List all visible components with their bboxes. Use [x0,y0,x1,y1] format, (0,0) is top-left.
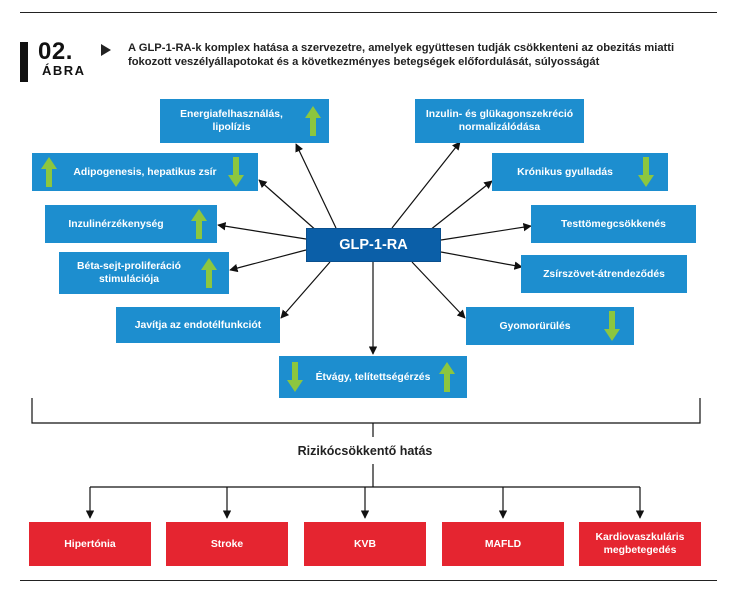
effect-inflammation-label: Krónikus gyulladás [517,166,613,178]
effect-energy-label: Energiafelhasználás, lipolízis [180,109,283,133]
connector-insulin-secretion [391,141,461,229]
outcome-hipertonia-label: Hipertónia [64,538,116,550]
outcome-hipertonia: Hipertónia [29,522,151,566]
figure-caption: A GLP-1-RA-k komplex hatása a szervezetr… [128,42,675,68]
effect-insulin-sensitivity: Inzulinérzékenység [45,205,217,243]
connector-inflammation [424,180,493,235]
figure-bar [20,42,28,82]
connector-adipogenesis [258,179,319,233]
effect-endothelial-label: Javítja az endotélfunkciót [134,319,262,331]
effect-weight-loss: Testtömegcsökkenés [531,205,696,243]
effect-weight-loss-label: Testtömegcsökkenés [561,218,666,230]
top-rule [20,12,717,13]
effect-adipogenesis: Adipogenesis, hepatikus zsír [32,153,258,191]
effect-insulin-secretion-label: Inzulin- és glükagonszekréció normalizál… [425,109,574,133]
outcome-mafld: MAFLD [442,522,564,566]
bottom-rule [20,580,717,581]
connector-beta-cell [229,249,307,273]
connector-weight-loss [440,223,532,241]
outcome-kvb-label: KVB [354,538,376,550]
connector-energy [295,143,337,229]
risk-reduction-label: Rizikócsökkentő hatás [297,444,433,458]
effect-fat-redistribution: Zsírszövet-átrendeződés [521,255,687,293]
connector-endothelial [280,261,331,319]
outcome-stroke-label: Stroke [210,538,244,550]
risk-bracket [31,398,701,424]
caption-pointer-icon [101,44,111,56]
outcome-kardiovaszkularis: Kardiovaszkuláris megbetegedés [579,522,701,566]
effect-gastric-label: Gyomorürülés [499,320,571,332]
effect-gastric: Gyomorürülés [466,307,634,345]
green-up-arrow-icon [191,209,207,239]
outcome-kvb: KVB [304,522,426,566]
green-down-arrow-icon [228,157,244,187]
effect-appetite-label: Étvágy, telítettségérzés [315,371,431,383]
effect-beta-cell-label: Béta-sejt-proliferáció stimulációja [77,261,181,285]
connector-insulin-sensitivity [217,222,307,240]
green-up-arrow-icon [201,258,217,288]
effect-endothelial: Javítja az endotélfunkciót [116,307,280,343]
green-down-arrow-icon [638,157,654,187]
center-glp1ra: GLP-1-RA [306,228,441,262]
figure-label: ÁBRA [42,63,86,78]
green-up-arrow-icon [305,106,321,136]
effect-beta-cell: Béta-sejt-proliferáció stimulációja [59,252,229,294]
connector-gastric [411,261,466,319]
effect-insulin-sensitivity-label: Inzulinérzékenység [68,218,164,230]
outcome-stroke: Stroke [166,522,288,566]
effect-insulin-secretion: Inzulin- és glükagonszekréció normalizál… [415,99,584,143]
green-down-arrow-icon [604,311,620,341]
effect-fat-redistribution-label: Zsírszövet-átrendeződés [543,268,665,280]
effect-appetite: Étvágy, telítettségérzés [279,356,467,398]
effect-inflammation: Krónikus gyulladás [492,153,668,191]
outcome-mafld-label: MAFLD [484,538,522,550]
green-up-arrow-icon [439,362,455,392]
connector-fat-redistribution [440,251,523,270]
outcome-kardiovaszkularis-label: Kardiovaszkuláris megbetegedés [595,532,685,556]
center-label: GLP-1-RA [339,236,408,253]
green-down-arrow-icon [287,362,303,392]
effect-adipogenesis-label: Adipogenesis, hepatikus zsír [73,166,217,178]
green-up-arrow-icon [41,157,57,187]
effect-energy: Energiafelhasználás, lipolízis [160,99,329,143]
figure-number: 02. [38,38,73,65]
